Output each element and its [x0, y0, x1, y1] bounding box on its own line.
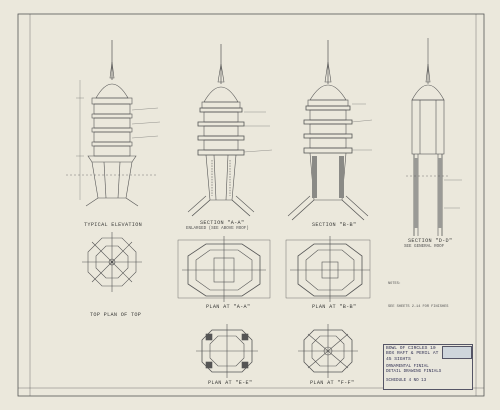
title-block-stamp: [442, 346, 472, 359]
section-aa-label: SECTION "A-A": [200, 220, 245, 226]
plan-bb-label: PLAN AT "B-B": [312, 304, 357, 310]
sheet-title-line-2: DETAIL DRAWING FINIALS: [386, 370, 442, 374]
typical-elevation-view: [66, 40, 158, 207]
general-notes: NOTES: SEE SHEETS 2-14 FOR FINISHES: [388, 282, 474, 332]
title-block-project: BOWL OF CIRCLES 10 BOX RAFT & PERIL AT 4…: [386, 346, 441, 363]
section-dd-view: [406, 38, 450, 236]
notes-see-sheets: SEE SHEETS 2-14 FOR FINISHES: [388, 304, 449, 309]
typical-elevation-label: TYPICAL ELEVATION: [84, 222, 143, 228]
sheet-title-line-1: ORNAMENTAL FINIAL: [386, 365, 429, 369]
notes-heading: NOTES:: [388, 282, 401, 286]
plan-ee-view: [196, 324, 258, 378]
plan-ff-view: [298, 324, 358, 378]
plan-aa-label: PLAN AT "A-A": [206, 304, 251, 310]
plan-ff-label: PLAN AT "F-F": [310, 380, 355, 386]
section-bb-view: [287, 40, 369, 221]
title-block-sheet-title: ORNAMENTAL FINIAL DETAIL DRAWING FINIALS: [386, 365, 470, 377]
section-dd-sublabel: SEE GENERAL ROOF: [404, 245, 445, 249]
title-block-footer: SCHEDULE 4 NO 13: [386, 379, 427, 383]
project-line-1: BOWL OF CIRCLES 10: [386, 346, 436, 351]
top-plan-label: TOP PLAN OF TOP: [90, 312, 142, 318]
top-plan-view: [82, 232, 142, 292]
plan-aa-view: [177, 236, 271, 302]
section-aa-view: [187, 44, 255, 217]
section-dd-label: SECTION "D-D": [408, 238, 453, 244]
plan-bb-view: [285, 236, 371, 302]
plan-ee-label: PLAN AT "E-E": [208, 380, 253, 386]
section-aa-sublabel: ENLARGED (SEE ABOVE ROOF): [186, 227, 249, 231]
title-block: BOWL OF CIRCLES 10 BOX RAFT & PERIL AT 4…: [383, 344, 473, 390]
section-bb-label: SECTION "B-B": [312, 222, 357, 228]
sheet-border: [17, 13, 485, 397]
annotation-leaders: [131, 103, 462, 209]
project-line-2: BOX RAFT & PERIL AT 45 SIGHTS: [386, 351, 439, 362]
